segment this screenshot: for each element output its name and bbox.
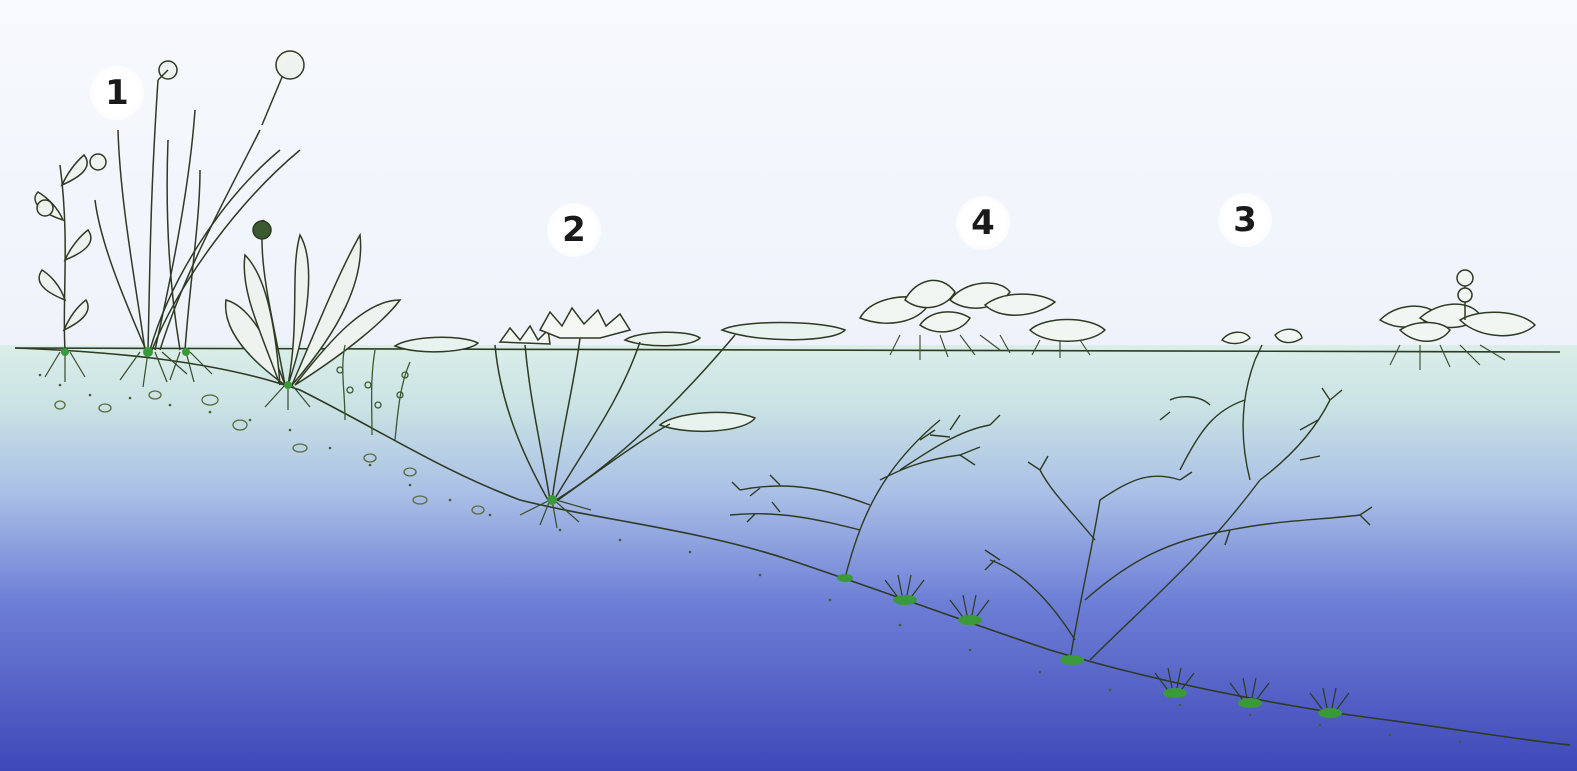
zone-marker-3: 3 bbox=[1218, 193, 1272, 247]
zone-marker-4-label: 4 bbox=[971, 203, 995, 243]
water-lily-base bbox=[547, 495, 557, 505]
zone-marker-1: 1 bbox=[90, 66, 144, 120]
water-body bbox=[0, 345, 1577, 771]
zone-marker-2-label: 2 bbox=[562, 210, 586, 250]
zone-marker-3-label: 3 bbox=[1233, 200, 1257, 240]
zone-marker-2: 2 bbox=[547, 203, 601, 257]
zone-marker-1-label: 1 bbox=[105, 73, 129, 113]
zone-marker-4: 4 bbox=[956, 196, 1010, 250]
